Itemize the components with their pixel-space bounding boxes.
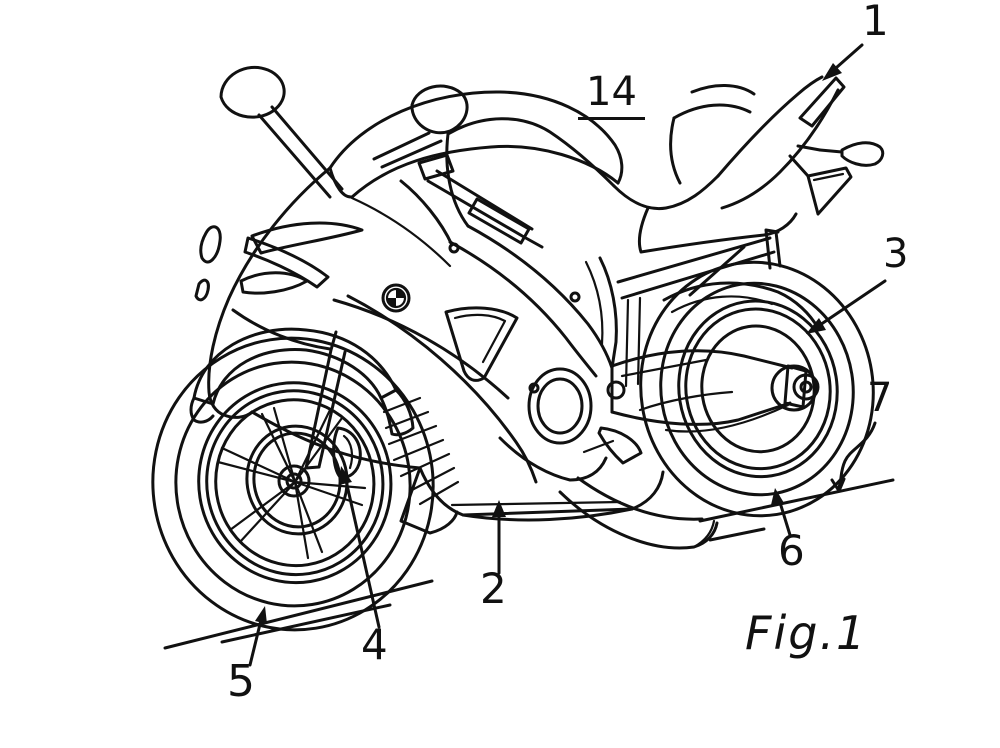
leader-1: [822, 43, 864, 81]
radiator-grill: [382, 396, 460, 506]
windscreen: [328, 90, 624, 199]
leader-6: [771, 488, 792, 537]
front-wheel: [151, 336, 435, 632]
leader-2: [492, 500, 506, 575]
front-brake-caliper: [332, 426, 362, 479]
rider-seat: [612, 174, 798, 254]
front-cowl: [194, 166, 364, 419]
ref-numeral-3: 3: [883, 231, 909, 277]
figure-caption: Fig.1: [745, 606, 868, 660]
side-fairing: [231, 236, 538, 484]
rear-hugger: [662, 281, 820, 330]
leader-3: [806, 279, 887, 334]
exhaust: [558, 476, 719, 550]
mirrors: [219, 65, 469, 199]
rear-wheel-hub: [770, 364, 820, 412]
footpeg-bracket: [582, 426, 643, 465]
ref-numeral-7: 7: [867, 375, 893, 421]
leader-5: [248, 606, 267, 667]
ref-numeral-1: 1: [862, 0, 889, 45]
front-axle: [277, 464, 311, 498]
leader-7: [830, 421, 877, 493]
tail-signals: [788, 141, 885, 216]
main-frame: [448, 224, 642, 388]
drawing-number-label: 14: [578, 72, 645, 120]
ref-numeral-6: 6: [778, 526, 805, 575]
subframe-struts: [616, 228, 782, 300]
ground-lines: [163, 478, 895, 650]
front-fork: [304, 330, 347, 470]
ref-numeral-5: 5: [227, 656, 255, 707]
belly-fairing: [250, 410, 665, 535]
swingarm: [606, 349, 808, 433]
engine: [498, 291, 608, 482]
ref-numeral-4: 4: [361, 620, 388, 669]
brand-roundel: [381, 283, 411, 313]
tail-section: [669, 75, 846, 210]
leader-4: [339, 466, 381, 629]
handlebar-controls: [350, 153, 544, 268]
ref-numeral-2: 2: [480, 564, 507, 613]
